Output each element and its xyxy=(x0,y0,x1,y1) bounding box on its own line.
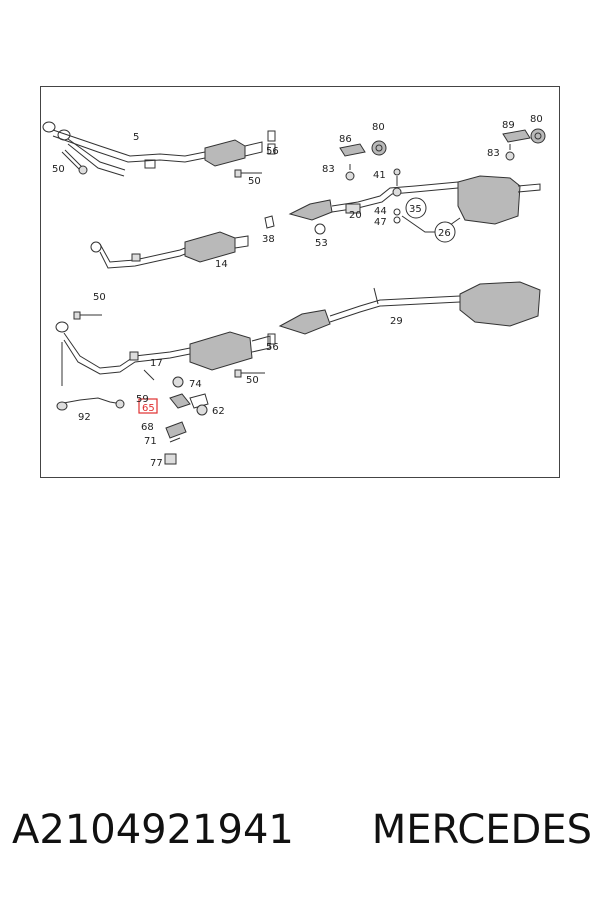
nut-74 xyxy=(172,376,184,388)
label-17: 17 xyxy=(150,358,163,369)
bolt-41 xyxy=(393,168,401,186)
label-56b: 56 xyxy=(266,342,279,353)
label-5: 5 xyxy=(133,132,139,143)
bracket-assembly xyxy=(164,393,209,465)
nut-83-right xyxy=(505,144,515,161)
clamp-56-top xyxy=(267,130,276,155)
catalytic-converter-17 xyxy=(189,331,271,371)
rubber-mount-80-right xyxy=(530,128,546,144)
hanger-86 xyxy=(339,143,366,157)
hanger-89 xyxy=(502,129,531,143)
muffler-top xyxy=(457,175,541,225)
label-59: 59 xyxy=(136,394,149,405)
label-92: 92 xyxy=(78,412,91,423)
label-26: 26 xyxy=(438,228,451,239)
bolt-50-top-center xyxy=(234,169,262,178)
bolt-50-lower-left xyxy=(73,311,102,320)
bolt-50-top-left xyxy=(61,149,88,175)
label-80a: 80 xyxy=(372,122,385,133)
center-pipe-29 xyxy=(278,287,461,335)
callout-26-circle xyxy=(434,221,456,243)
front-pipe-lower xyxy=(55,321,191,386)
center-pipe-20 xyxy=(288,181,459,221)
label-83b: 83 xyxy=(487,148,500,159)
label-56a: 56 xyxy=(266,146,279,157)
leader-17 xyxy=(143,369,155,381)
label-14: 14 xyxy=(215,259,228,270)
callout-35-circle xyxy=(405,197,427,219)
highlight-box-65 xyxy=(138,398,158,414)
label-47: 47 xyxy=(374,217,387,228)
oxygen-sensor-92 xyxy=(56,397,125,411)
rubber-mount-80-left xyxy=(371,140,387,156)
clamp-35 xyxy=(392,187,402,224)
label-68: 68 xyxy=(141,422,154,433)
label-29: 29 xyxy=(390,316,403,327)
label-83a: 83 xyxy=(322,164,335,175)
clamp-38 xyxy=(264,215,275,229)
label-50d: 50 xyxy=(246,375,259,386)
gasket-53 xyxy=(314,223,326,235)
brand-name: MERCEDES xyxy=(371,807,592,853)
label-65: 65 xyxy=(142,403,155,414)
label-80b: 80 xyxy=(530,114,543,125)
label-71: 71 xyxy=(144,436,157,447)
label-50c: 50 xyxy=(93,292,106,303)
front-pipe-14 xyxy=(90,241,191,269)
label-44: 44 xyxy=(374,206,387,217)
clamp-56-lower xyxy=(267,333,276,345)
muffler-lower xyxy=(459,281,541,327)
label-50b: 50 xyxy=(248,176,261,187)
label-38: 38 xyxy=(262,234,275,245)
label-74: 74 xyxy=(189,379,202,390)
catalytic-converter-top xyxy=(204,139,263,167)
label-62: 62 xyxy=(212,406,225,417)
label-41: 41 xyxy=(373,170,386,181)
label-35: 35 xyxy=(409,204,422,215)
label-50a: 50 xyxy=(52,164,65,175)
nut-83-left xyxy=(345,164,355,181)
label-89: 89 xyxy=(502,120,515,131)
front-pipe-top xyxy=(42,121,211,177)
label-77: 77 xyxy=(150,458,163,469)
label-53: 53 xyxy=(315,238,328,249)
part-number: A2104921941 xyxy=(12,807,294,853)
label-86: 86 xyxy=(339,134,352,145)
bolt-50-lower-center xyxy=(234,369,265,378)
label-20: 20 xyxy=(349,210,362,221)
catalytic-converter-14 xyxy=(184,231,249,263)
diagram-frame xyxy=(40,86,560,478)
exhaust-system-diagram: 5 50 56 50 86 80 83 89 80 83 41 20 44 47… xyxy=(40,86,560,478)
caption-bar: A2104921941 MERCEDES xyxy=(12,800,592,860)
